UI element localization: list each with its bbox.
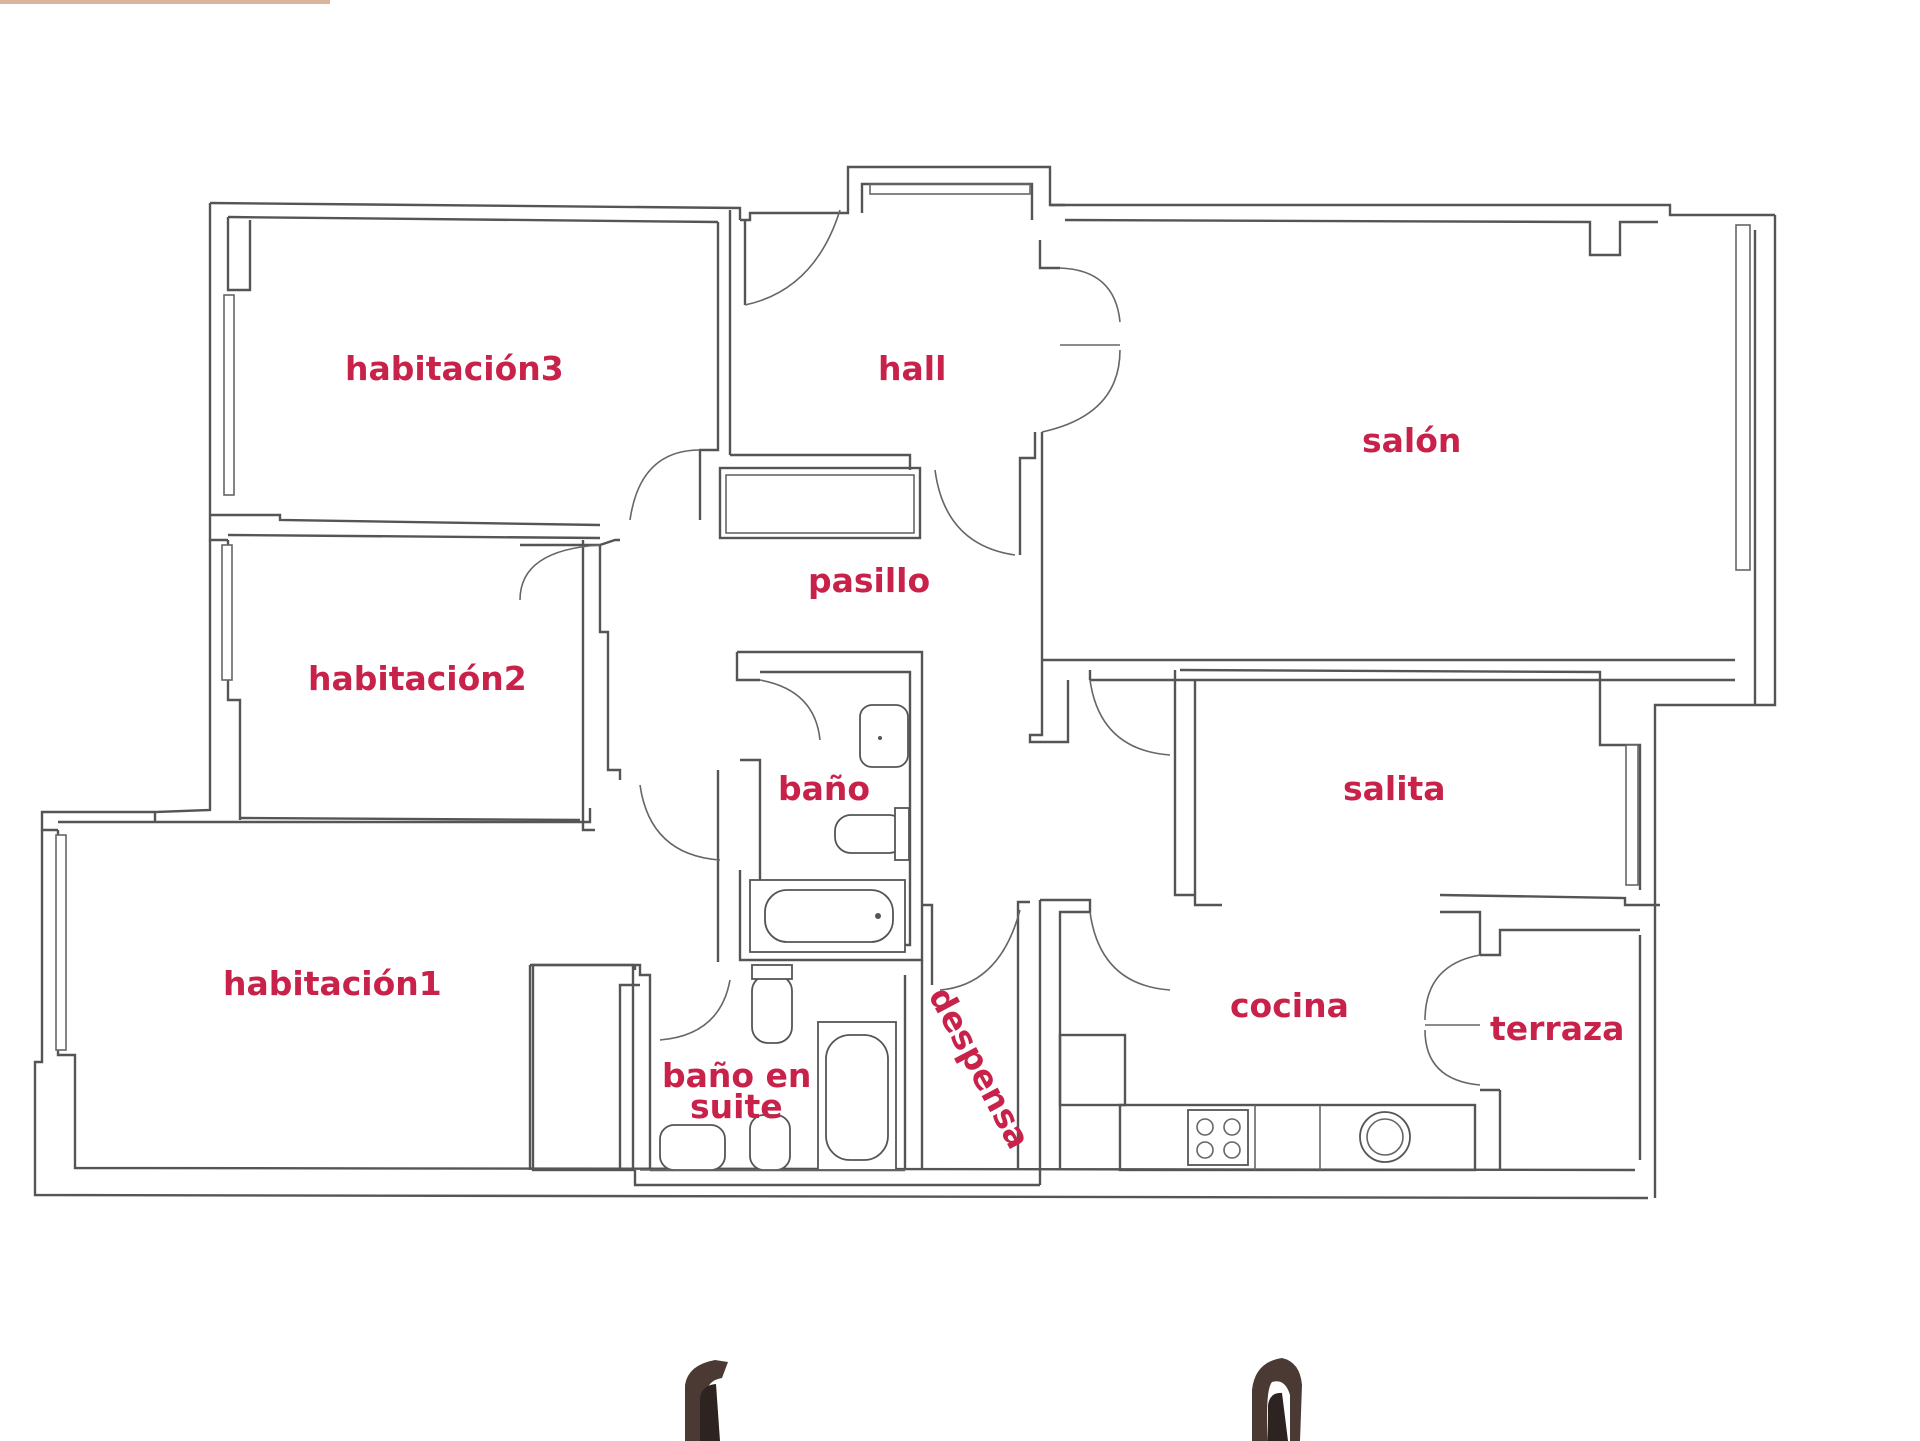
door-pasillo-cocina [1089,911,1171,991]
label-habitacion2: habitación2 [308,659,527,698]
label-bano: baño [778,769,870,808]
label-cocina: cocina [1230,986,1349,1025]
doors [519,209,1481,1086]
outer-walls [33,165,1777,1200]
door-pasillo-hall [934,469,1016,556]
window-hab1 [55,834,67,1051]
door-pasillo-despensa [939,909,1021,991]
suite-fixtures [640,964,905,1171]
window-hab3 [223,294,235,496]
window-salon [1735,224,1751,571]
label-despensa: despensa [921,980,1039,1155]
sink-bano [859,704,909,768]
label-bano-suite-2: suite [690,1087,783,1126]
cocina-fixtures [1058,1033,1477,1172]
bano-fixtures [749,704,910,953]
label-salon: salón [1362,421,1461,460]
label-terraza: terraza [1490,1009,1624,1048]
window-salita [1625,744,1639,886]
door-hall-hab3 [744,209,841,306]
binder-ring-left [685,1360,728,1441]
label-pasillo: pasillo [808,561,930,600]
label-hall: hall [878,349,946,388]
interior-walls [239,210,1735,1187]
binder-ring-right [1252,1358,1302,1441]
stove [1187,1109,1249,1166]
top-left-mark [0,0,330,4]
door-hall-salon-b [1041,349,1121,433]
label-salita: salita [1343,769,1446,808]
door-cocina-terraza-a [1424,954,1481,1021]
counter [1118,1103,1477,1172]
door-pasillo-bano [759,679,821,741]
fridge-area [1058,1033,1127,1107]
door-hall-salon-a [1059,267,1121,323]
toilet-suite-1 [751,974,793,1044]
room-labels: habitación3 hall salón pasillo habitació… [223,349,1624,1155]
closet-hab1 [531,963,635,1172]
door-pasillo-hab1 [639,784,721,861]
label-habitacion3: habitación3 [345,349,564,388]
label-bano-suite-1: baño en [662,1056,811,1095]
door-pasillo-salon [1089,679,1171,756]
sink-suite [659,1124,726,1171]
binder-rings [685,1358,1302,1441]
window-hab2 [221,544,233,681]
door-pasillo-hab2 [519,544,601,601]
door-hab1-suite [659,979,731,1041]
door-pasillo-hab3 [629,449,701,521]
label-habitacion1: habitación1 [223,964,442,1003]
door-cocina-terraza-b [1424,1029,1481,1086]
